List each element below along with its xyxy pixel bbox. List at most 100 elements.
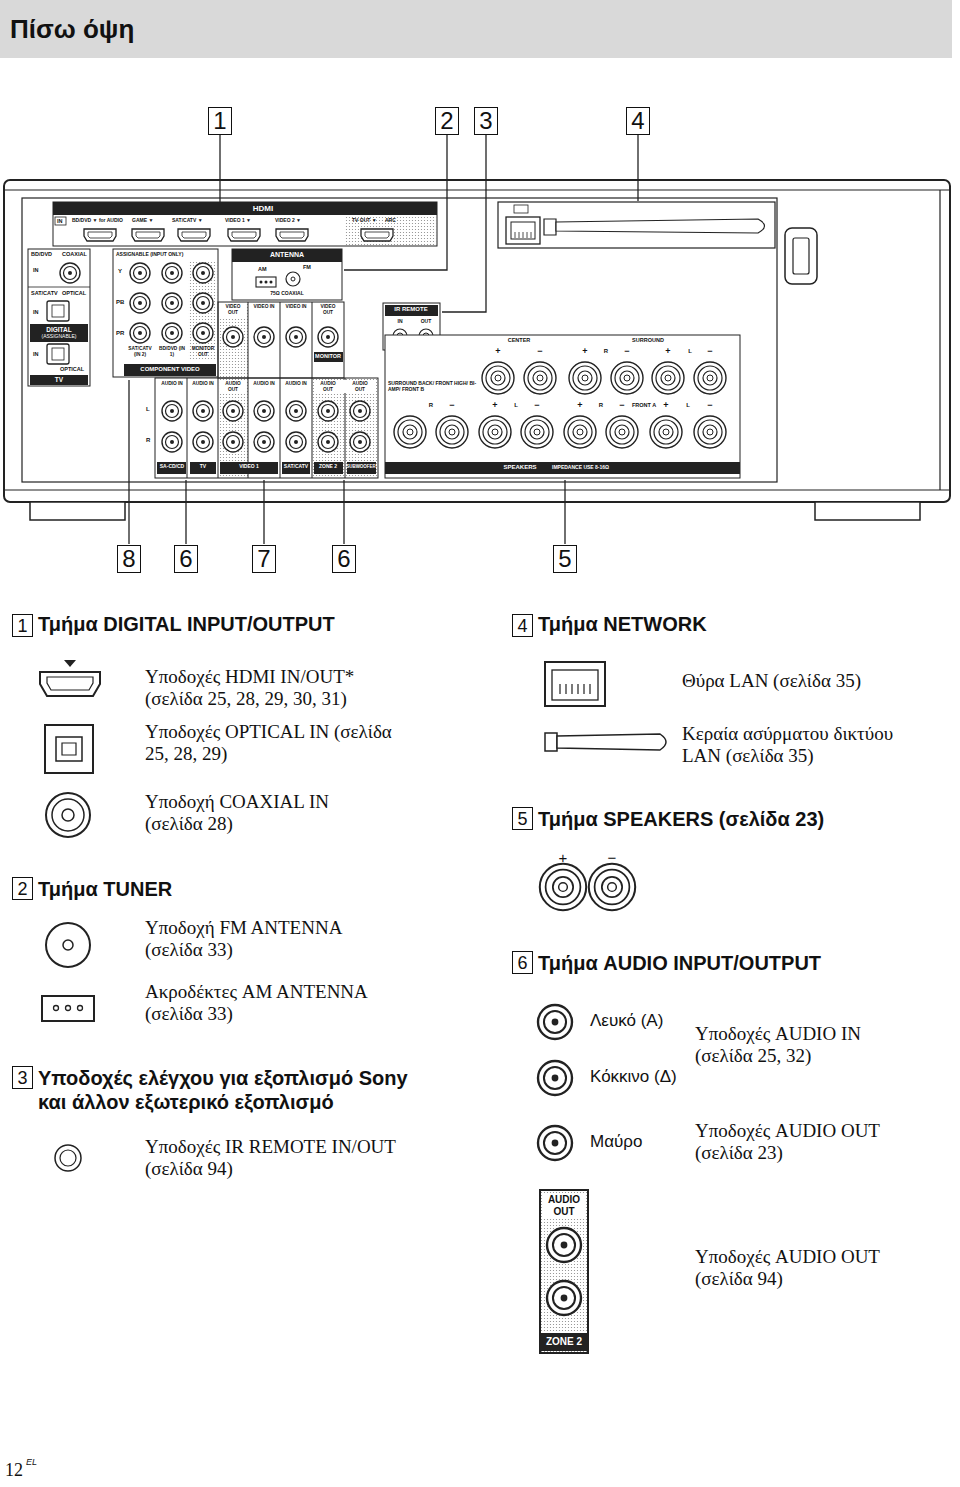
icon-label: Μαύρο bbox=[590, 1132, 642, 1152]
speaker-terminals bbox=[385, 335, 740, 478]
component-video-section bbox=[124, 364, 216, 376]
network-section bbox=[498, 202, 775, 248]
panel-label: DIGITAL bbox=[46, 326, 72, 333]
callout-box: 8 bbox=[117, 545, 141, 573]
network-section bbox=[515, 232, 531, 238]
panel-label: AUDIO IN bbox=[190, 381, 216, 387]
callout-number: 4 bbox=[631, 109, 644, 133]
receiver-housing bbox=[815, 502, 920, 520]
antenna-section bbox=[232, 249, 342, 262]
audio-jack-icon bbox=[538, 1005, 572, 1039]
receiver-housing bbox=[30, 502, 125, 520]
antenna-section bbox=[265, 281, 268, 284]
hdmi-section bbox=[276, 229, 308, 241]
speaker-terminals bbox=[394, 416, 426, 448]
video-audio-section bbox=[350, 432, 370, 452]
leader-line bbox=[128, 380, 129, 544]
panel-label: VIDEO OUT bbox=[220, 304, 246, 315]
video-audio-section bbox=[286, 401, 306, 421]
icon-label: ZONE 2 bbox=[546, 1336, 582, 1348]
video-audio-section bbox=[280, 302, 281, 378]
page-title: Πίσω όψη bbox=[10, 14, 134, 45]
audio-jack-icon bbox=[538, 1005, 572, 1160]
video-audio-section bbox=[314, 462, 343, 474]
lan-port-icon bbox=[552, 670, 598, 700]
description-text: Υποδοχές OPTICAL IN (σελίδα 25, 28, 29) bbox=[145, 721, 395, 765]
hdmi-section bbox=[361, 229, 393, 241]
optical-icon bbox=[45, 725, 93, 773]
panel-label: − bbox=[707, 346, 712, 356]
hdmi-icon bbox=[40, 660, 100, 696]
callout-number: 6 bbox=[337, 547, 350, 571]
receiver-housing bbox=[4, 489, 950, 490]
callout-number: 3 bbox=[17, 1069, 27, 1087]
panel-label: OPTICAL bbox=[62, 290, 86, 296]
video-audio-section bbox=[314, 304, 342, 317]
video-audio-section bbox=[218, 302, 344, 378]
panel-label: OUT bbox=[421, 319, 432, 325]
leader-line bbox=[185, 480, 186, 544]
network-section bbox=[498, 202, 775, 248]
wireless-antenna-icon bbox=[545, 733, 666, 751]
panel-label: ASSIGNABLE (INPUT ONLY) bbox=[116, 252, 183, 258]
panel-label: IR REMOTE bbox=[394, 306, 427, 313]
hdmi-section bbox=[84, 229, 116, 241]
panel-label: SUBWOOFER bbox=[346, 464, 376, 469]
hdmi-section bbox=[55, 217, 66, 225]
zone2-output-icon bbox=[547, 1281, 581, 1315]
leader-line bbox=[344, 134, 447, 270]
panel-label: PB bbox=[116, 299, 124, 306]
fm-antenna-icon bbox=[46, 923, 90, 967]
antenna-section bbox=[291, 277, 295, 281]
callout-box: 3 bbox=[474, 107, 498, 135]
speaker-terminals bbox=[694, 416, 726, 448]
component-video-section bbox=[162, 293, 182, 313]
panel-label: MONITOR OUT bbox=[189, 346, 217, 357]
fm-antenna-icon bbox=[63, 940, 73, 950]
panel-label: AUDIO OUT bbox=[347, 381, 373, 392]
panel-label: R bbox=[429, 402, 433, 409]
video-audio-section bbox=[318, 401, 338, 421]
receiver-housing bbox=[4, 180, 950, 520]
section-heading: Υποδοχές ελέγχου για εξοπλισμό Sony και … bbox=[38, 1066, 438, 1114]
video-audio-section bbox=[162, 401, 182, 421]
speaker-terminals bbox=[385, 335, 740, 478]
panel-label: VIDEO 1 bbox=[239, 464, 259, 470]
icon-label: AUDIO OUT bbox=[542, 1194, 586, 1217]
callout-number: 4 bbox=[517, 617, 527, 635]
panel-label: FRONT A bbox=[632, 402, 656, 408]
leader-line bbox=[343, 480, 344, 544]
network-section bbox=[511, 222, 535, 239]
panel-label: ZONE 2 bbox=[319, 464, 337, 470]
component-video-section bbox=[162, 263, 182, 283]
antenna-section bbox=[260, 281, 263, 284]
panel-label: − bbox=[707, 400, 712, 410]
network-section bbox=[514, 205, 528, 213]
leader-line bbox=[263, 480, 264, 544]
leader-line bbox=[564, 480, 565, 544]
panel-label: Y bbox=[118, 268, 122, 275]
panel-label: SAT/CATV bbox=[284, 464, 308, 470]
receiver-housing bbox=[22, 198, 777, 482]
panel-label: CENTER bbox=[508, 337, 531, 343]
panel-label: IN bbox=[57, 218, 63, 224]
panel-label: ANTENNA bbox=[270, 251, 304, 259]
lan-port-icon bbox=[560, 684, 590, 694]
wireless-antenna-icon bbox=[557, 734, 666, 750]
callout-number: 6 bbox=[179, 547, 192, 571]
antenna-section bbox=[286, 272, 300, 286]
video-audio-section bbox=[314, 380, 376, 393]
panel-label: IN bbox=[398, 319, 403, 325]
leader-line bbox=[219, 134, 220, 202]
video-audio-section bbox=[162, 432, 182, 452]
panel-label: L bbox=[686, 402, 690, 409]
callout-box: 2 bbox=[435, 107, 459, 135]
speaker-terminals bbox=[436, 416, 468, 448]
digital-input-section bbox=[30, 324, 88, 342]
network-section bbox=[544, 219, 556, 235]
digital-input-section bbox=[28, 249, 90, 386]
speaker-terminals bbox=[606, 416, 638, 448]
panel-label: AM bbox=[258, 266, 267, 272]
panel-label: + bbox=[577, 400, 582, 410]
